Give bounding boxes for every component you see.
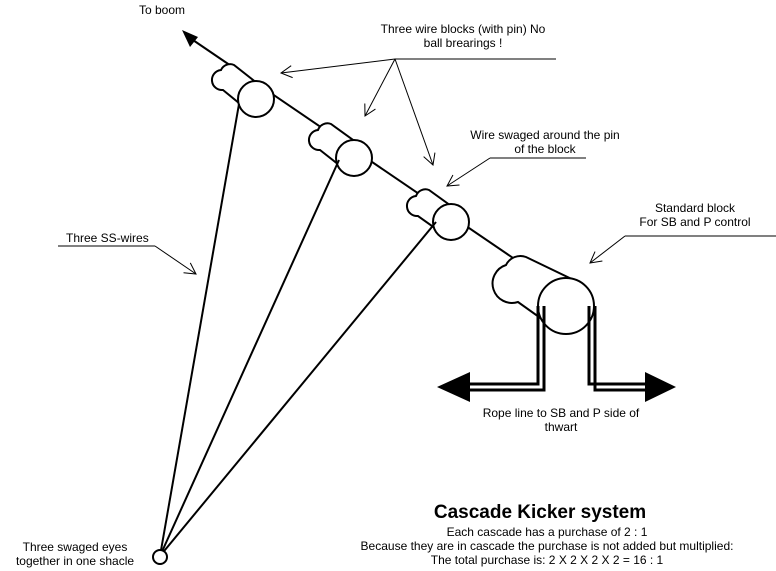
wire-blocks-label: Three wire blocks (with pin) No ball bre… <box>358 22 568 50</box>
caption-line-2: Because they are in cascade the purchase… <box>360 539 734 553</box>
rope-arrow-right <box>645 372 676 402</box>
wire-block-2 <box>308 122 373 177</box>
ss-wires-label: Three SS-wires <box>66 231 149 245</box>
callout-leaders <box>58 58 776 275</box>
caption-title: Cascade Kicker system <box>433 502 647 523</box>
boom-arrowhead <box>182 30 198 47</box>
shackle <box>152 549 168 565</box>
rope-line-label: Rope line to SB and P side of thwart <box>468 406 654 434</box>
rope-line-line-1: Rope line to SB and P side of <box>482 406 640 420</box>
standard-block-label: Standard block For SB and P control <box>620 201 770 229</box>
swaged-eyes-line-1: Three swaged eyes <box>22 540 128 554</box>
wire-blocks-line-1: Three wire blocks (with pin) No <box>380 22 546 36</box>
caption-line-1: Each cascade has a purchase of 2 : 1 <box>446 525 648 539</box>
wire-swaged-line-1: Wire swaged around the pin <box>470 128 620 142</box>
wire-block-3 <box>406 188 470 241</box>
rope-arrow-left <box>437 372 470 402</box>
ss-wire-2 <box>159 159 340 557</box>
ss-wire-1 <box>159 103 240 557</box>
to-boom-label: To boom <box>139 3 186 17</box>
wire-swaged-line-2: of the block <box>514 142 576 156</box>
ss-wire-3 <box>159 221 437 557</box>
rope-line <box>437 306 676 402</box>
caption-body: Each cascade has a purchase of 2 : 1 Bec… <box>318 525 776 567</box>
wire-block-1 <box>211 63 275 118</box>
wire-blocks-line-2: ball brearings ! <box>423 36 503 50</box>
wire-swaged-label: Wire swaged around the pin of the block <box>460 128 630 156</box>
caption-line-3: The total purchase is: 2 X 2 X 2 X 2 = 1… <box>430 553 664 567</box>
swaged-eyes-label: Three swaged eyes together in one shacle <box>0 540 150 568</box>
standard-block-line-1: Standard block <box>654 201 736 215</box>
swaged-eyes-line-2: together in one shacle <box>15 554 135 568</box>
rope-line-line-2: thwart <box>544 420 578 434</box>
standard-block-line-2: For SB and P control <box>639 215 751 229</box>
